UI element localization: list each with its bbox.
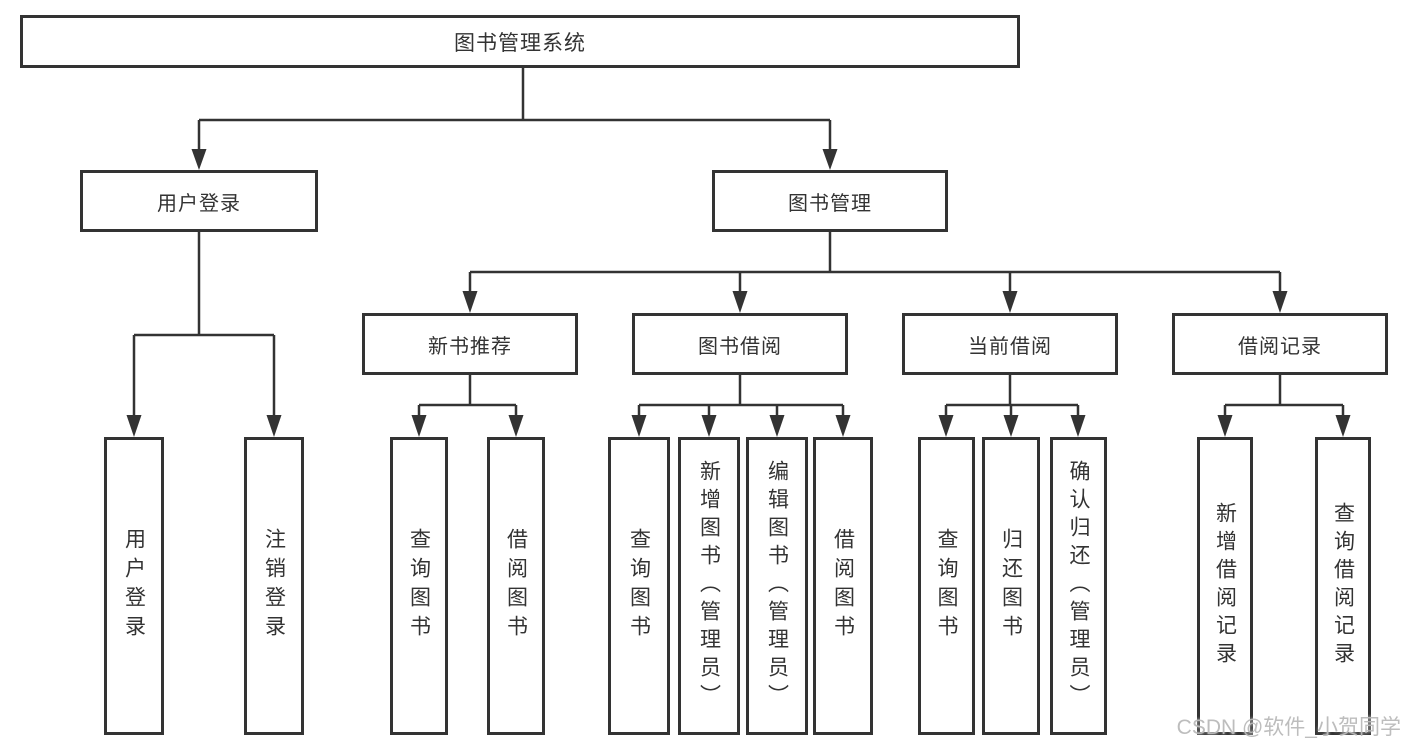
- arrowhead: [1003, 415, 1019, 437]
- arrowhead: [462, 291, 478, 313]
- arrowhead: [732, 291, 748, 313]
- leaf-current-return-books: 归还图书: [982, 437, 1040, 735]
- node-book-management: 图书管理: [712, 170, 948, 232]
- arrowhead: [1070, 415, 1086, 437]
- node-current-borrow: 当前借阅: [902, 313, 1118, 375]
- arrowhead: [266, 415, 282, 437]
- node-new-book-recommend-label: 新书推荐: [428, 335, 512, 358]
- arrowhead: [508, 415, 524, 437]
- leaf-newbooks-query-books-label: 查询图书: [407, 528, 431, 644]
- leaf-logout-label: 注销登录: [262, 528, 286, 644]
- csdn-watermark: CSDN @软件_小贺同学: [1176, 716, 1401, 739]
- arrowhead: [938, 415, 954, 437]
- leaf-borrowing-borrow-books: 借阅图书: [813, 437, 873, 735]
- node-user-login: 用户登录: [80, 170, 318, 232]
- arrowhead: [769, 415, 785, 437]
- leaf-borrowing-edit-books-admin: 编辑图书（管理员）: [746, 437, 808, 735]
- leaf-borrowing-query-books: 查询图书: [608, 437, 670, 735]
- node-borrow-records: 借阅记录: [1172, 313, 1388, 375]
- leaf-current-return-books-label: 归还图书: [999, 528, 1023, 644]
- node-root-library-system: 图书管理系统: [20, 15, 1020, 68]
- leaf-newbooks-borrow-books: 借阅图书: [487, 437, 545, 735]
- leaf-records-query-record-label: 查询借阅记录: [1331, 502, 1355, 670]
- leaf-borrowing-edit-books-admin-label: 编辑图书（管理员）: [765, 460, 789, 712]
- leaf-logout: 注销登录: [244, 437, 304, 735]
- node-book-borrowing: 图书借阅: [632, 313, 848, 375]
- leaf-borrowing-borrow-books-label: 借阅图书: [831, 528, 855, 644]
- leaf-user-login-label: 用户登录: [122, 528, 146, 644]
- arrowhead: [701, 415, 717, 437]
- leaf-borrowing-add-books-admin-label: 新增图书（管理员）: [697, 460, 721, 712]
- arrowhead: [126, 415, 142, 437]
- arrowhead: [631, 415, 647, 437]
- leaf-newbooks-borrow-books-label: 借阅图书: [504, 528, 528, 644]
- node-root-label: 图书管理系统: [454, 31, 586, 55]
- arrowhead: [1272, 291, 1288, 313]
- node-current-borrow-label: 当前借阅: [968, 335, 1052, 358]
- node-new-book-recommend: 新书推荐: [362, 313, 578, 375]
- arrowhead: [1335, 415, 1351, 437]
- leaf-borrowing-add-books-admin: 新增图书（管理员）: [678, 437, 740, 735]
- arrowhead: [1002, 291, 1018, 313]
- leaf-newbooks-query-books: 查询图书: [390, 437, 448, 735]
- arrowhead: [411, 415, 427, 437]
- leaf-current-confirm-return-admin-label: 确认归还（管理员）: [1067, 460, 1090, 712]
- node-book-borrowing-label: 图书借阅: [698, 335, 782, 358]
- arrowhead: [835, 415, 851, 437]
- arrowhead: [191, 149, 207, 170]
- leaf-records-query-record: 查询借阅记录: [1315, 437, 1371, 735]
- node-book-management-label: 图书管理: [788, 192, 872, 215]
- arrowhead: [1217, 415, 1233, 437]
- leaf-current-query-books: 查询图书: [918, 437, 975, 735]
- leaf-user-login: 用户登录: [104, 437, 164, 735]
- leaf-records-add-record: 新增借阅记录: [1197, 437, 1253, 735]
- leaf-borrowing-query-books-label: 查询图书: [627, 528, 651, 644]
- leaf-current-confirm-return-admin: 确认归还（管理员）: [1050, 437, 1107, 735]
- leaf-current-query-books-label: 查询图书: [935, 528, 958, 644]
- node-user-login-label: 用户登录: [157, 192, 241, 215]
- leaf-records-add-record-label: 新增借阅记录: [1213, 502, 1237, 670]
- node-borrow-records-label: 借阅记录: [1238, 335, 1322, 358]
- arrowhead: [822, 149, 838, 170]
